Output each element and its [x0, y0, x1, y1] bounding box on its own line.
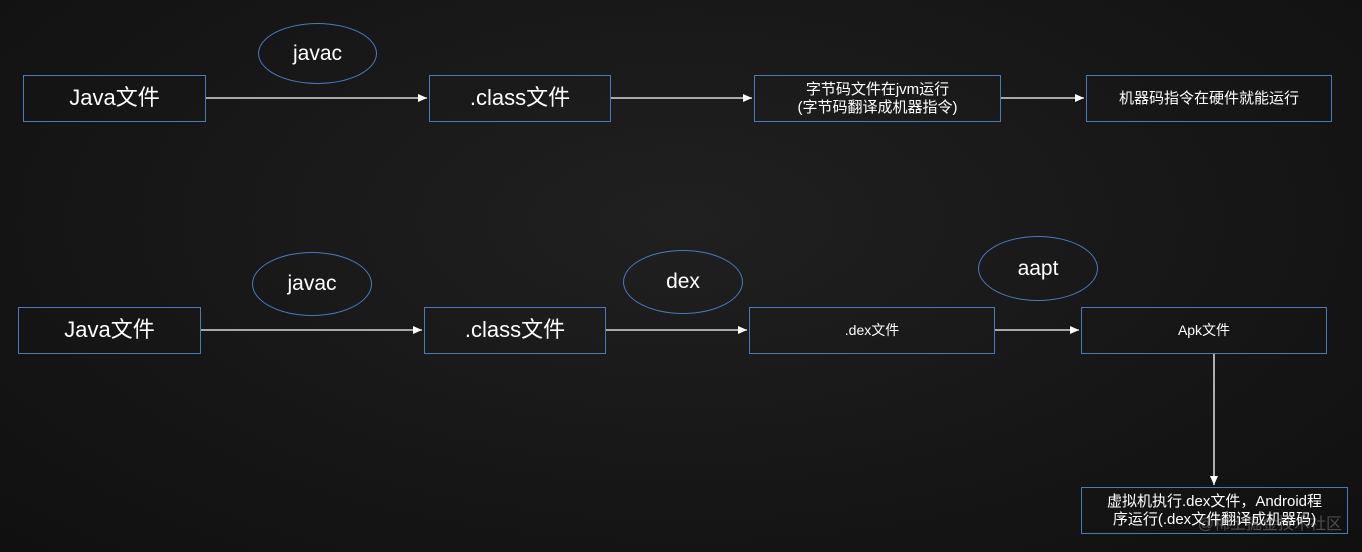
bytecode-jvm-box-row1: 字节码文件在jvm运行 (字节码翻译成机器指令): [754, 75, 1001, 122]
javac-label-row1: javac: [258, 23, 377, 84]
java-file-box-row1: Java文件: [23, 75, 206, 122]
bytecode-jvm-line2: (字节码翻译成机器指令): [797, 98, 958, 116]
vm-execute-line1: 虚拟机执行.dex文件，Android程: [1106, 492, 1323, 510]
apk-file-box-row2: Apk文件: [1081, 307, 1327, 354]
vm-execute-dex-box-row2: 虚拟机执行.dex文件，Android程 序运行(.dex文件翻译成机器码): [1081, 487, 1348, 534]
watermark-text: @稀土掘金技术社区: [1197, 516, 1342, 533]
dex-file-box-row2: .dex文件: [749, 307, 995, 354]
bytecode-jvm-line1: 字节码文件在jvm运行: [805, 80, 950, 98]
vm-execute-line2: 序运行(.dex文件翻译成机器码): [1112, 510, 1317, 528]
aapt-label-row2: aapt: [978, 236, 1098, 301]
machine-code-box-row1: 机器码指令在硬件就能运行: [1086, 75, 1332, 122]
java-file-box-row2: Java文件: [18, 307, 201, 354]
dex-label-row2: dex: [623, 250, 743, 314]
javac-label-row2: javac: [252, 252, 372, 316]
class-file-box-row2: .class文件: [424, 307, 606, 354]
class-file-box-row1: .class文件: [429, 75, 611, 122]
